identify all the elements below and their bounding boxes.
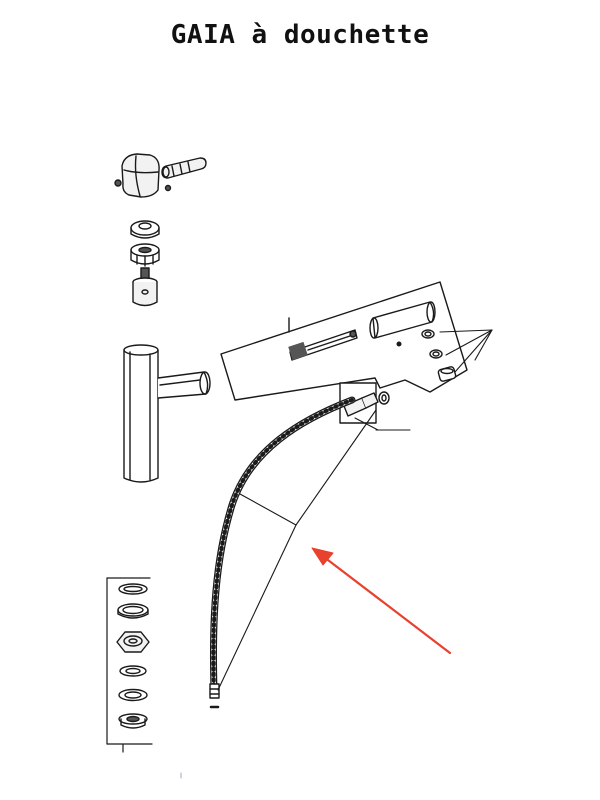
hose-connector [339, 382, 411, 431]
cartridge-nut [130, 243, 160, 267]
red-arrow-icon [311, 547, 452, 655]
tap-body [123, 344, 211, 483]
leader-lines [439, 329, 493, 373]
diverter-valve [288, 329, 358, 361]
cartridge-cap [130, 220, 160, 239]
shower-hose [209, 396, 356, 709]
ceramic-cartridge [132, 267, 158, 307]
shower-housing-tube [369, 301, 436, 339]
fixing-kit-frame [106, 577, 153, 753]
lever-handle [121, 153, 160, 198]
fixing-kit-parts [116, 583, 150, 729]
handle-pin [161, 157, 207, 179]
grub-screw [114, 179, 172, 192]
construction-lines [217, 409, 377, 691]
diagram-title: GAIA à douchette [170, 20, 430, 50]
